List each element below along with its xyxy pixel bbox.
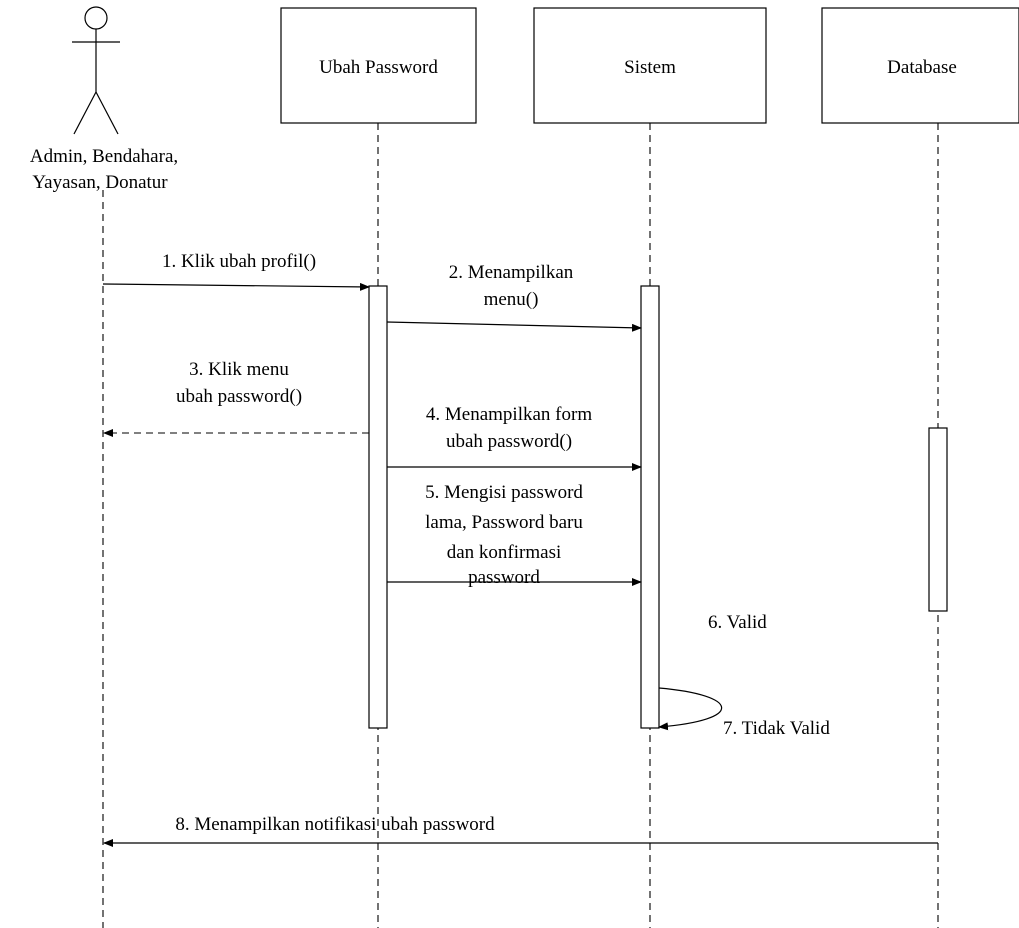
actor-figure-icon: [72, 6, 120, 135]
activation-bar-ubah-password: [368, 285, 388, 729]
message-2-label-line2: menu(): [484, 289, 539, 310]
message-5-label-line4: password: [468, 567, 540, 588]
message-5-label-line1: 5. Mengisi password: [425, 482, 583, 503]
lifeline-box-database: [821, 7, 1019, 124]
activation-bar-database: [928, 427, 948, 612]
message-5-label-line2: lama, Password baru: [425, 512, 583, 533]
message-7-label: 7. Tidak Valid: [723, 718, 830, 739]
lifeline-label-sistem: Sistem: [624, 57, 676, 78]
message-3-label-line2: ubah password(): [176, 386, 302, 407]
message-7-arrow: [658, 687, 723, 731]
message-5-label-line3: dan konfirmasi: [447, 542, 562, 563]
message-1-arrow: [102, 282, 370, 291]
message-1-label: 1. Klik ubah profil(): [162, 251, 316, 272]
lifeline-label-database: Database: [887, 57, 957, 78]
message-3-label-line1: 3. Klik menu: [189, 359, 289, 380]
lifeline-box-sistem: [533, 7, 767, 124]
activation-bar-sistem: [640, 285, 660, 729]
message-4-label-line2: ubah password(): [446, 431, 572, 452]
message-2-arrow: [386, 321, 642, 332]
lifeline-box-ubah-password: [280, 7, 477, 124]
actor-name-line1: Admin, Bendahara,: [30, 146, 178, 167]
message-8-label: 8. Menampilkan notifikasi ubah password: [175, 814, 495, 835]
actor-name-line2: Yayasan, Donatur: [32, 172, 168, 193]
lifeline-label-ubah-password: Ubah Password: [319, 57, 438, 78]
message-2-label-line1: 2. Menampilkan: [449, 262, 574, 283]
message-4-label-line1: 4. Menampilkan form: [426, 404, 592, 425]
message-6-label: 6. Valid: [708, 612, 767, 633]
